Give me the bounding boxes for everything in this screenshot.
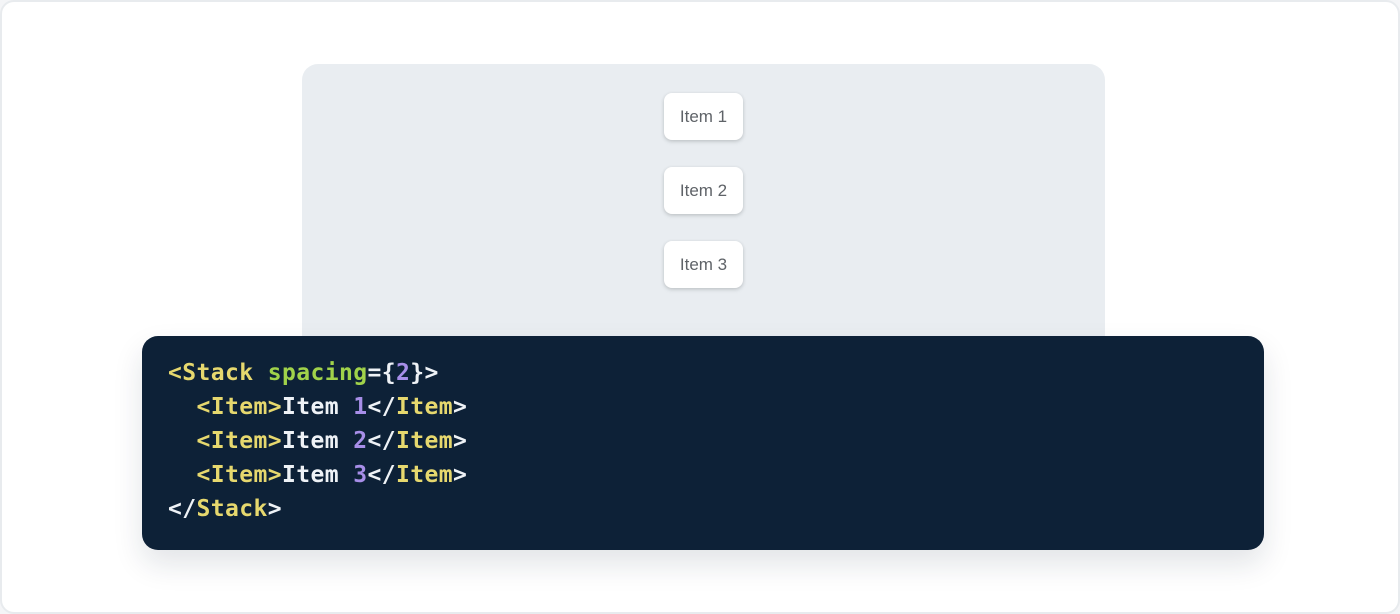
code-snippet-block: <Stack spacing={2}> <Item>Item 1</Item> … — [142, 336, 1264, 550]
code-line: <Item>Item 2</Item> — [196, 428, 468, 454]
item-label: Item 2 — [679, 180, 728, 200]
item-label: Item 3 — [679, 254, 728, 274]
code-content: <Stack spacing={2}> <Item>Item 1</Item> … — [168, 356, 1238, 526]
item-label: Item 1 — [679, 106, 728, 126]
stack-container: Item 1 Item 2 Item 3 — [302, 64, 1105, 288]
code-line: <Stack spacing={2}> — [168, 360, 439, 386]
stack-item-card: Item 3 — [664, 241, 743, 288]
code-line: <Item>Item 3</Item> — [196, 462, 468, 488]
stack-item-card: Item 2 — [664, 167, 743, 214]
stack-item-card: Item 1 — [664, 93, 743, 140]
code-line: <Item>Item 1</Item> — [196, 394, 468, 420]
code-line: </Stack> — [168, 496, 282, 522]
